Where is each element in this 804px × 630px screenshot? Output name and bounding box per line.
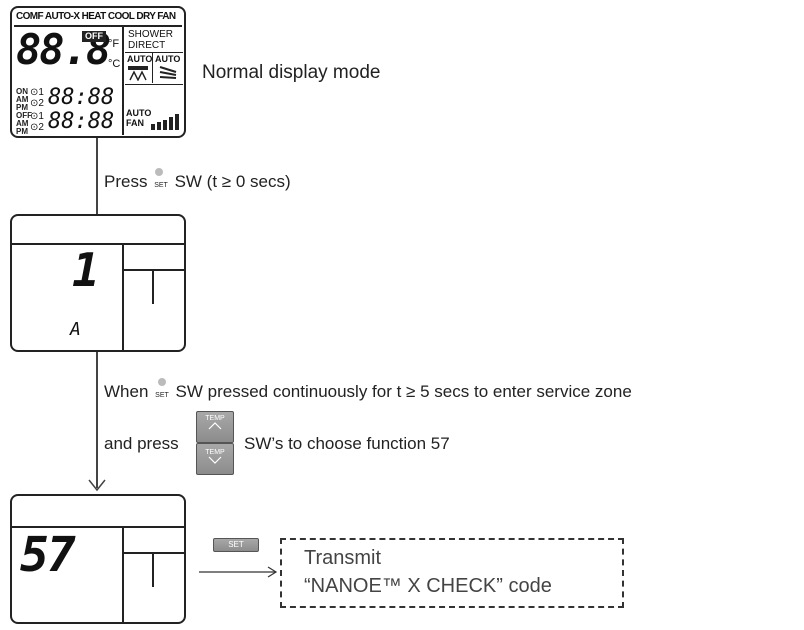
right-arrow-icon <box>199 566 278 578</box>
swing-underline <box>125 84 183 85</box>
mode-strip: COMF AUTO-X HEAT COOL DRY FAN <box>16 11 176 22</box>
inner-horizontal <box>122 269 184 271</box>
timer2-label-2: ⊙2 <box>30 122 44 133</box>
transmit-box <box>280 538 624 608</box>
normal-mode-caption: Normal display mode <box>202 62 381 83</box>
inner-horizontal-3 <box>122 552 184 554</box>
step2-caption-line1: When SET SW pressed continuously for t ≥… <box>104 378 632 402</box>
set-indicator-icon <box>155 168 163 176</box>
step2-caption-line2: SW’s to choose function 57 <box>244 434 450 453</box>
inner-vertical-3 <box>152 553 154 587</box>
timer2-label: ⊙2 <box>30 98 44 109</box>
lcd-service-entry: 1 A <box>10 214 186 352</box>
timer-on-labels: ON AM PM <box>16 88 28 112</box>
service-digit: 1 <box>72 243 100 297</box>
flow-line-1 <box>96 138 98 214</box>
timer-off-time: 88:88 <box>48 109 115 134</box>
vertical-divider-3 <box>122 526 124 624</box>
auto-swing-left: AUTO <box>127 54 153 64</box>
timer-on-time: 88:88 <box>48 85 115 110</box>
off-badge: OFF <box>82 31 106 42</box>
horizontal-swing-icon <box>159 66 177 79</box>
shower-label: SHOWER <box>128 29 173 40</box>
temp-down-button[interactable]: TEMP <box>196 443 234 475</box>
set-small-label-2: SET <box>155 392 169 399</box>
lcd-normal-display: COMF AUTO-X HEAT COOL DRY FAN 88.8 OFF °… <box>10 6 186 138</box>
auto-swing-separator <box>152 53 153 83</box>
off-timer-label: OFF <box>16 111 32 120</box>
service-letter: A <box>70 319 81 340</box>
timer1-label-2: ⊙1 <box>30 111 44 122</box>
lcd-function-57: 57 <box>10 494 186 624</box>
am-label-2: AM <box>16 119 29 128</box>
step1-caption: Press SET SW (t ≥ 0 secs) <box>104 168 291 192</box>
function-code: 57 <box>20 527 76 583</box>
set-button[interactable]: SET <box>213 538 259 552</box>
chevron-up-icon <box>208 422 222 430</box>
vertical-swing-icon <box>128 66 148 81</box>
chevron-down-icon <box>208 456 222 464</box>
step2-caption-and-press: and press <box>104 434 179 453</box>
temp-up-button[interactable]: TEMP <box>196 411 234 443</box>
flow-line-2 <box>96 352 98 488</box>
fan-speed-bars-icon <box>151 114 179 130</box>
pm-label: PM <box>16 103 28 112</box>
auto-swing-right: AUTO <box>155 54 181 64</box>
timer-off-labels: OFF AM PM <box>16 111 32 136</box>
transmit-line2: “NANOE™ X CHECK” code <box>304 575 552 597</box>
set-indicator-icon-2 <box>158 378 166 386</box>
top-divider-3 <box>12 526 184 528</box>
top-divider <box>12 243 184 245</box>
mode-strip-underline <box>14 25 182 27</box>
timer1-label: ⊙1 <box>30 87 44 98</box>
set-small-label: SET <box>154 182 168 189</box>
transmit-line1: Transmit <box>304 547 382 569</box>
inner-vertical <box>152 270 154 304</box>
pm-label-2: PM <box>16 127 28 136</box>
on-label: ON <box>16 87 28 96</box>
direct-label: DIRECT <box>128 40 166 51</box>
vertical-divider <box>122 243 124 351</box>
direct-underline <box>125 52 183 53</box>
unit-fahrenheit: °F <box>108 38 120 50</box>
unit-celsius: °C <box>108 58 121 70</box>
down-arrow-icon <box>88 479 106 492</box>
panel-divider <box>122 25 124 135</box>
am-label: AM <box>16 95 29 104</box>
